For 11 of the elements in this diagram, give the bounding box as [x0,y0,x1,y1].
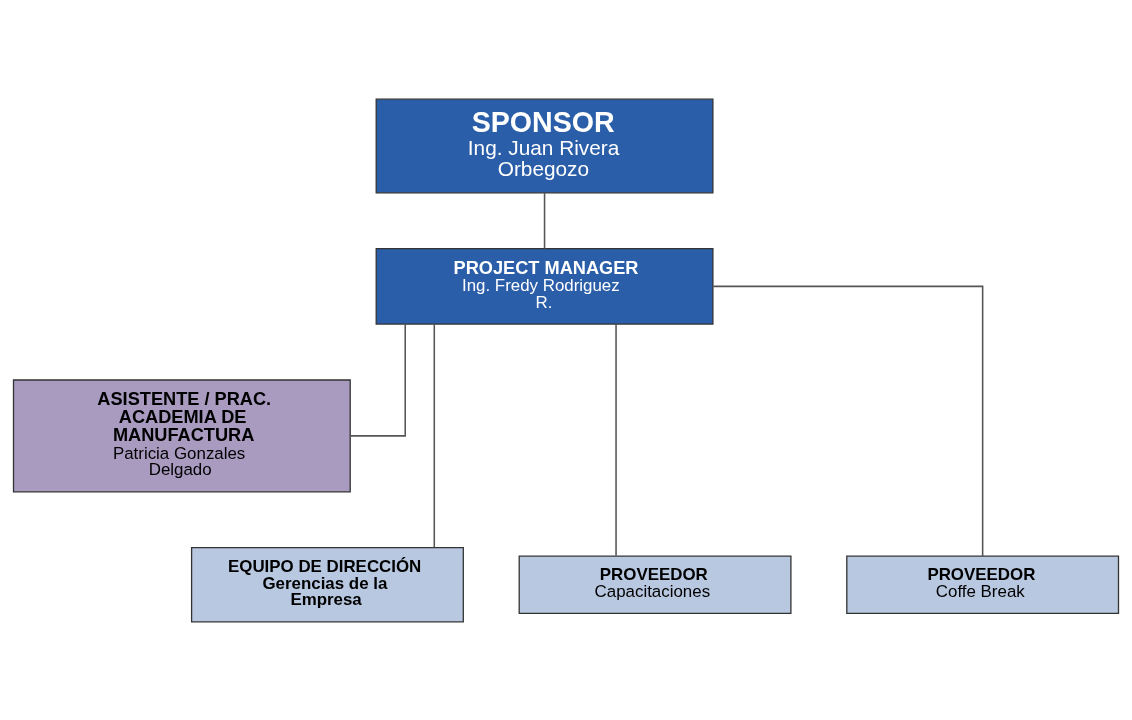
node-box: PROVEEDOR Capacitaciones [518,555,792,614]
connector [543,191,546,249]
connector [349,322,406,437]
connector [433,322,436,548]
node-box: PROJECT MANAGER Ing. Fredy Rodriguez R. [375,247,714,325]
connector [615,322,617,557]
node-box: EQUIPO DE DIRECCIÓN Gerencias de la Empresa [190,546,464,622]
connector [712,285,984,557]
node-box: PROVEEDOR Coffe Break [846,555,1120,614]
node-box: ASISTENTE / PRAC. ACADEMIA DE MANUFACTURA Patricia Gonzales Delgado [12,378,351,492]
node-box: SPONSOR Ing. Juan Rivera Orbegozo [375,98,714,193]
